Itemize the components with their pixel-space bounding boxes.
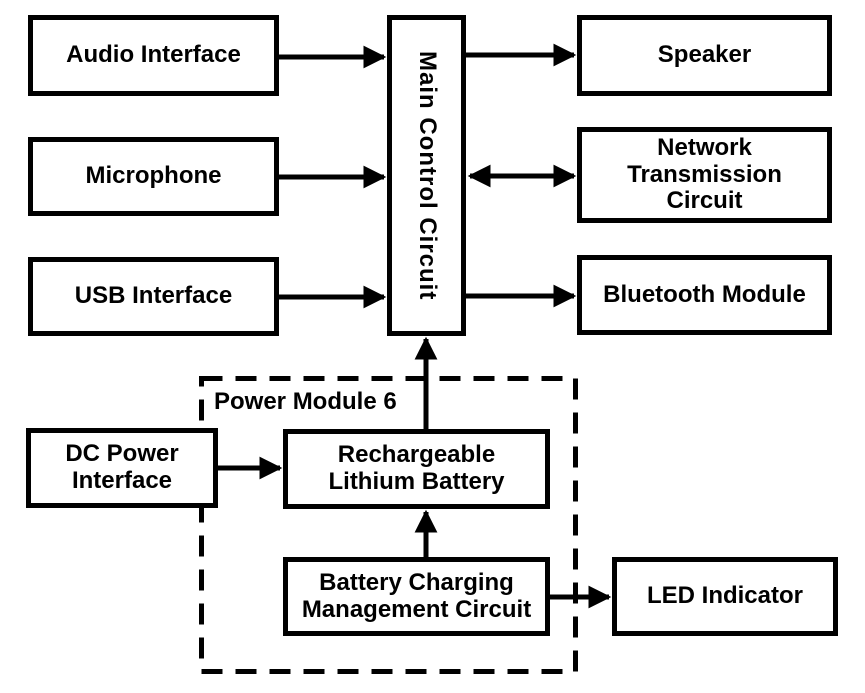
node-usb-interface-label: USB Interface [74,282,233,310]
node-microphone-label: Microphone [85,162,222,190]
node-rechargeable-lithium-battery: Rechargeable Lithium Battery [283,429,550,509]
node-network-transmission-circuit-label: Network Transmission Circuit [627,133,782,215]
power-module-group-border [199,376,578,674]
node-bluetooth-module: Bluetooth Module [577,255,832,335]
node-microphone: Microphone [28,137,279,216]
node-speaker: Speaker [577,15,832,96]
power-module-group-label: Power Module 6 [214,388,397,415]
node-led-indicator-label: LED Indicator [646,582,803,610]
node-audio-interface-label: Audio Interface [66,41,241,69]
node-speaker-label: Speaker [657,41,752,69]
node-audio-interface: Audio Interface [28,15,279,96]
node-usb-interface: USB Interface [28,257,279,336]
node-network-transmission-circuit: Network Transmission Circuit [577,127,832,223]
node-main-control-circuit: Main Control Circuit [387,15,466,336]
node-battery-charging-management-circuit-label: Battery Charging Management Circuit [301,568,532,623]
node-dc-power-interface-label: DC Power Interface [65,440,179,494]
node-battery-charging-management-circuit: Battery Charging Management Circuit [283,557,550,636]
node-bluetooth-module-label: Bluetooth Module [603,280,806,308]
node-dc-power-interface: DC Power Interface [26,428,218,508]
node-rechargeable-lithium-battery-label: Rechargeable Lithium Battery [328,441,505,495]
node-main-control-circuit-label: Main Control Circuit [413,50,441,301]
node-led-indicator: LED Indicator [612,557,838,636]
